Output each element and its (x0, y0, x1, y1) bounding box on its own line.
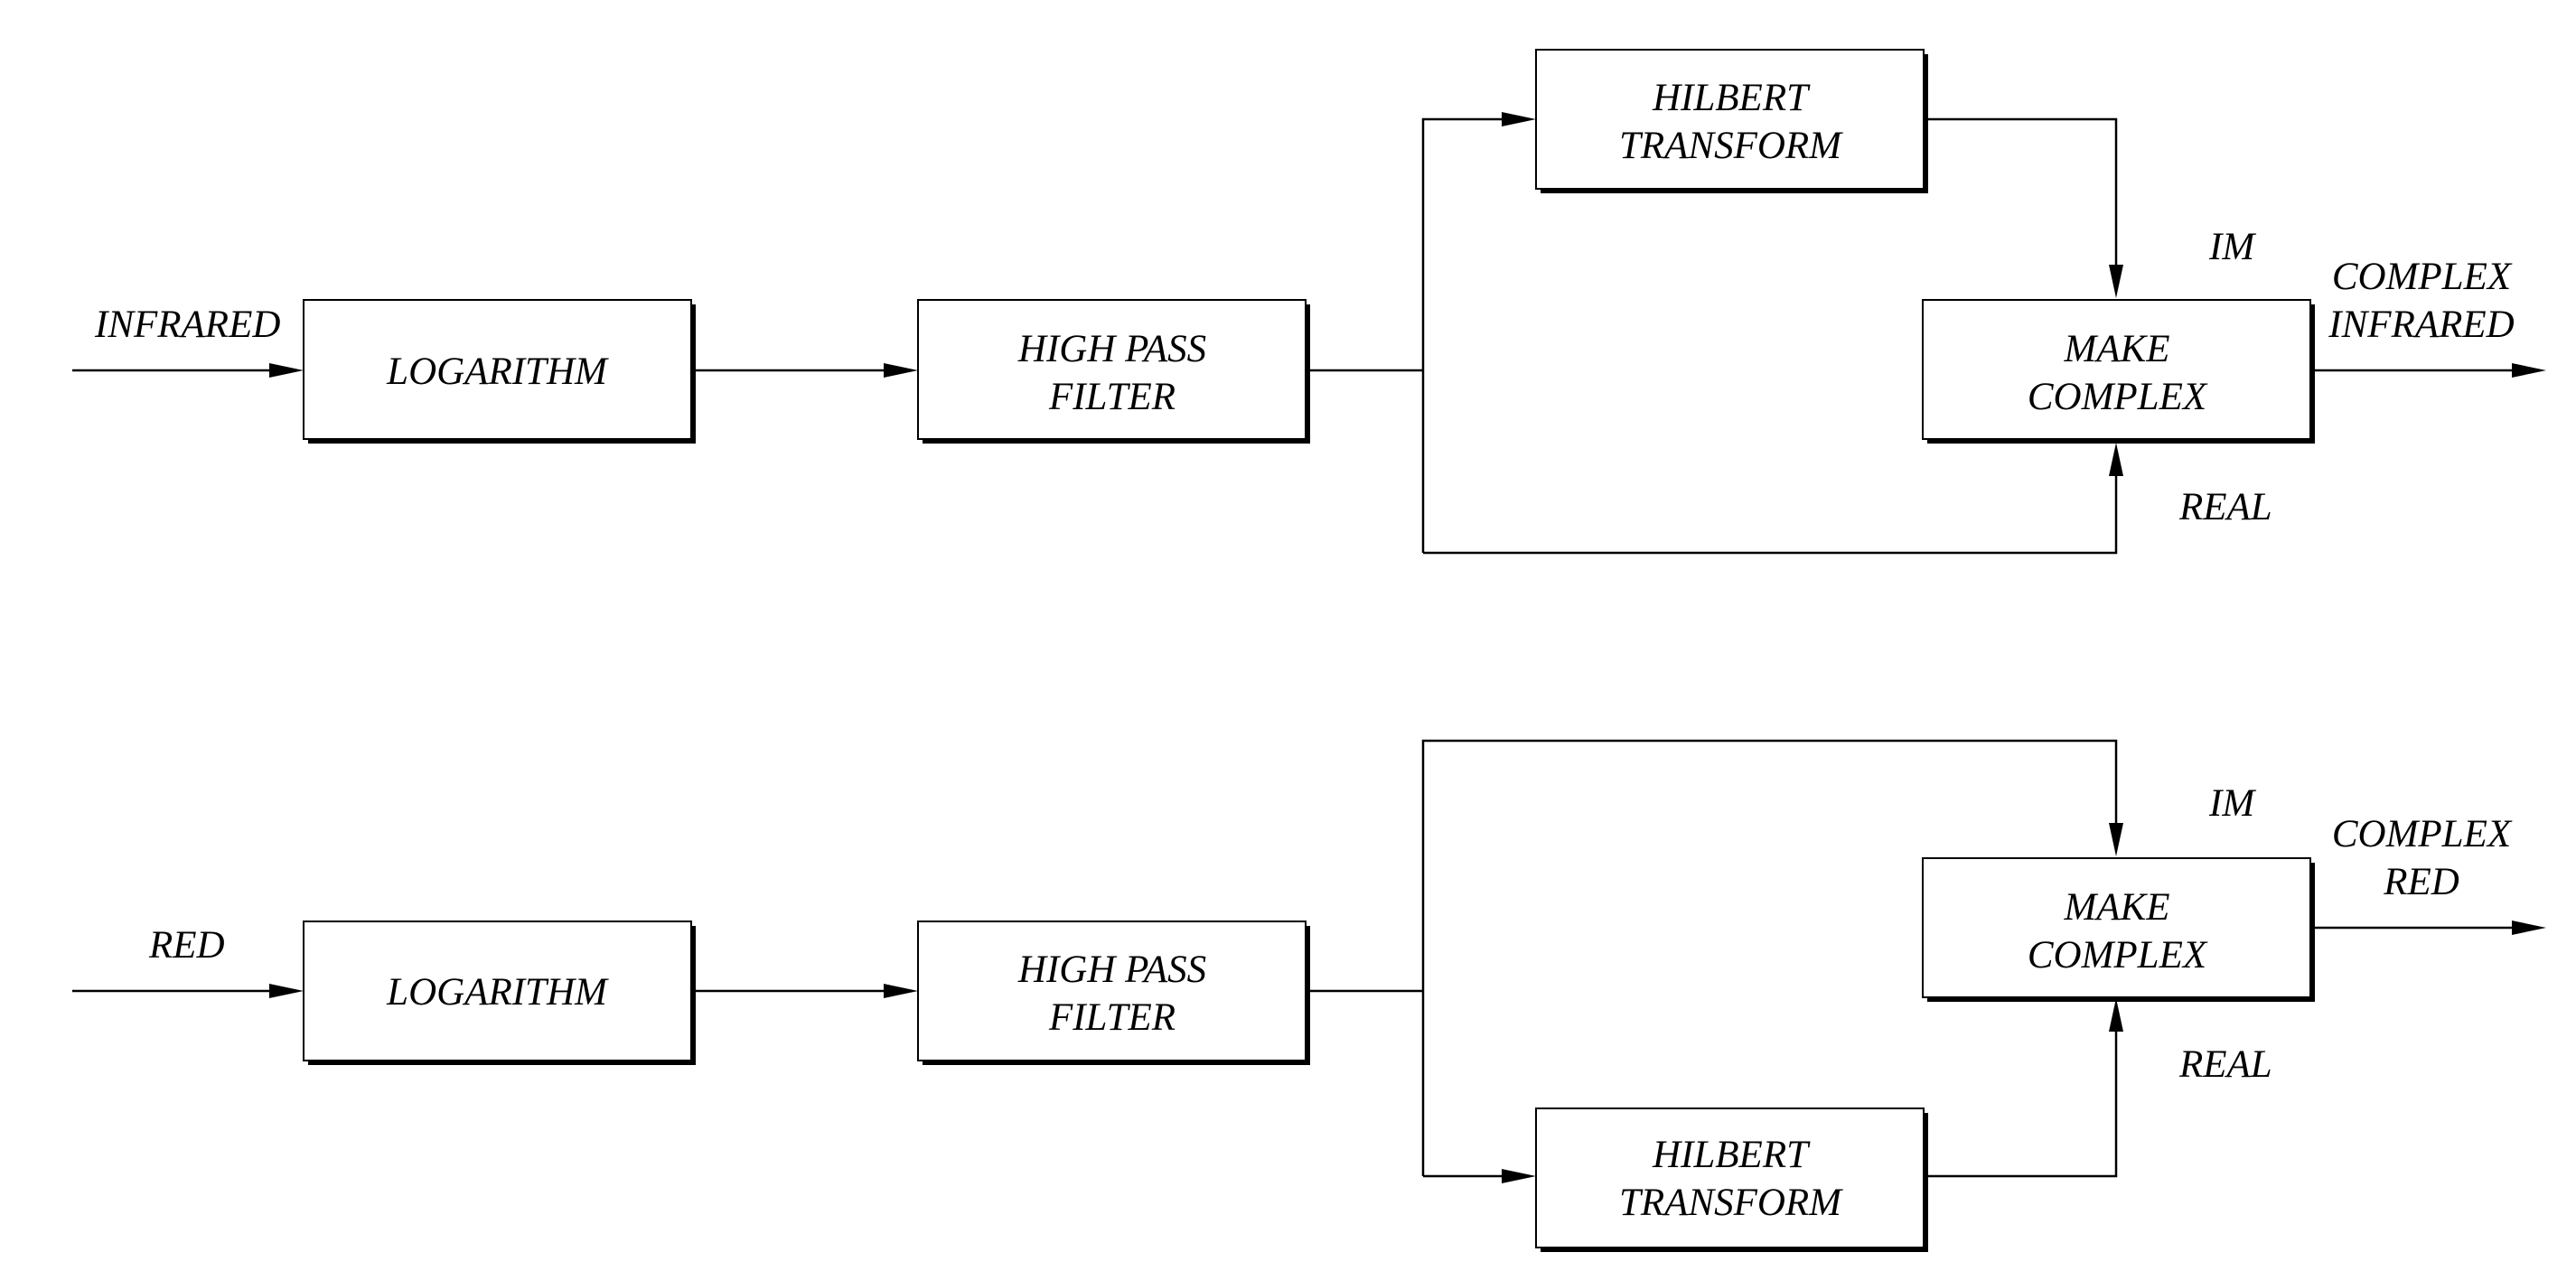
arrowhead (884, 984, 918, 998)
filter-label: FILTER (1048, 996, 1176, 1039)
hilbert-transform-block: HILBERT TRANSFORM (1536, 50, 1928, 193)
logarithm-block: LOGARITHM (304, 300, 696, 444)
complex-infrared-output-label-1: COMPLEX (2332, 256, 2513, 298)
high-pass-filter-block: HIGH PASS FILTER (918, 300, 1310, 444)
arrowhead (2109, 443, 2123, 476)
arrowhead (2109, 823, 2123, 856)
im-label: IM (2208, 782, 2256, 825)
arrowhead (269, 984, 304, 998)
hilbert-label: HILBERT (1652, 77, 1811, 119)
complex-red-output-label-1: COMPLEX (2332, 813, 2513, 855)
bottom-chain: LOGARITHM HIGH PASS FILTER HILBERT TRANS… (72, 741, 2546, 1252)
high-pass-filter-block: HIGH PASS FILTER (918, 921, 1310, 1065)
logarithm-block: LOGARITHM (304, 921, 696, 1065)
make-complex-block: MAKE COMPLEX (1923, 300, 2315, 444)
real-label: REAL (2178, 486, 2272, 528)
arrowhead (2512, 921, 2546, 935)
infrared-input-label: INFRARED (94, 304, 280, 346)
transform-label: TRANSFORM (1619, 1182, 1843, 1224)
arrowhead (884, 363, 918, 378)
im-label: IM (2208, 226, 2256, 268)
wire-hilbert-to-real (1923, 1030, 2116, 1176)
arrowhead (2512, 363, 2546, 378)
wire-split-to-real (1423, 474, 2116, 553)
make-complex-block: MAKE COMPLEX (1923, 858, 2315, 1002)
arrowhead (269, 363, 304, 378)
hilbert-transform-block: HILBERT TRANSFORM (1536, 1108, 1928, 1252)
make-label: MAKE (2063, 886, 2169, 929)
logarithm-label: LOGARITHM (386, 971, 609, 1014)
make-label: MAKE (2063, 328, 2169, 370)
arrowhead (2109, 998, 2123, 1032)
arrowhead (2109, 265, 2123, 298)
high-pass-label: HIGH PASS (1017, 949, 1206, 991)
hilbert-label: HILBERT (1652, 1134, 1811, 1176)
logarithm-label: LOGARITHM (386, 350, 609, 393)
complex-red-output-label-2: RED (2383, 861, 2459, 903)
wire-split-to-hilbert (1423, 119, 1504, 553)
high-pass-label: HIGH PASS (1017, 328, 1206, 370)
complex-infrared-output-label-2: INFRARED (2328, 304, 2514, 346)
wire-hilbert-to-im (1923, 119, 2116, 271)
arrowhead (1502, 1169, 1536, 1183)
complex-label: COMPLEX (2028, 934, 2208, 977)
filter-label: FILTER (1048, 376, 1176, 418)
transform-label: TRANSFORM (1619, 125, 1843, 167)
complex-label: COMPLEX (2028, 376, 2208, 418)
red-input-label: RED (148, 924, 225, 967)
top-chain: LOGARITHM HIGH PASS FILTER HILBERT TRANS… (72, 50, 2546, 553)
arrowhead (1502, 112, 1536, 126)
real-label: REAL (2178, 1043, 2272, 1086)
